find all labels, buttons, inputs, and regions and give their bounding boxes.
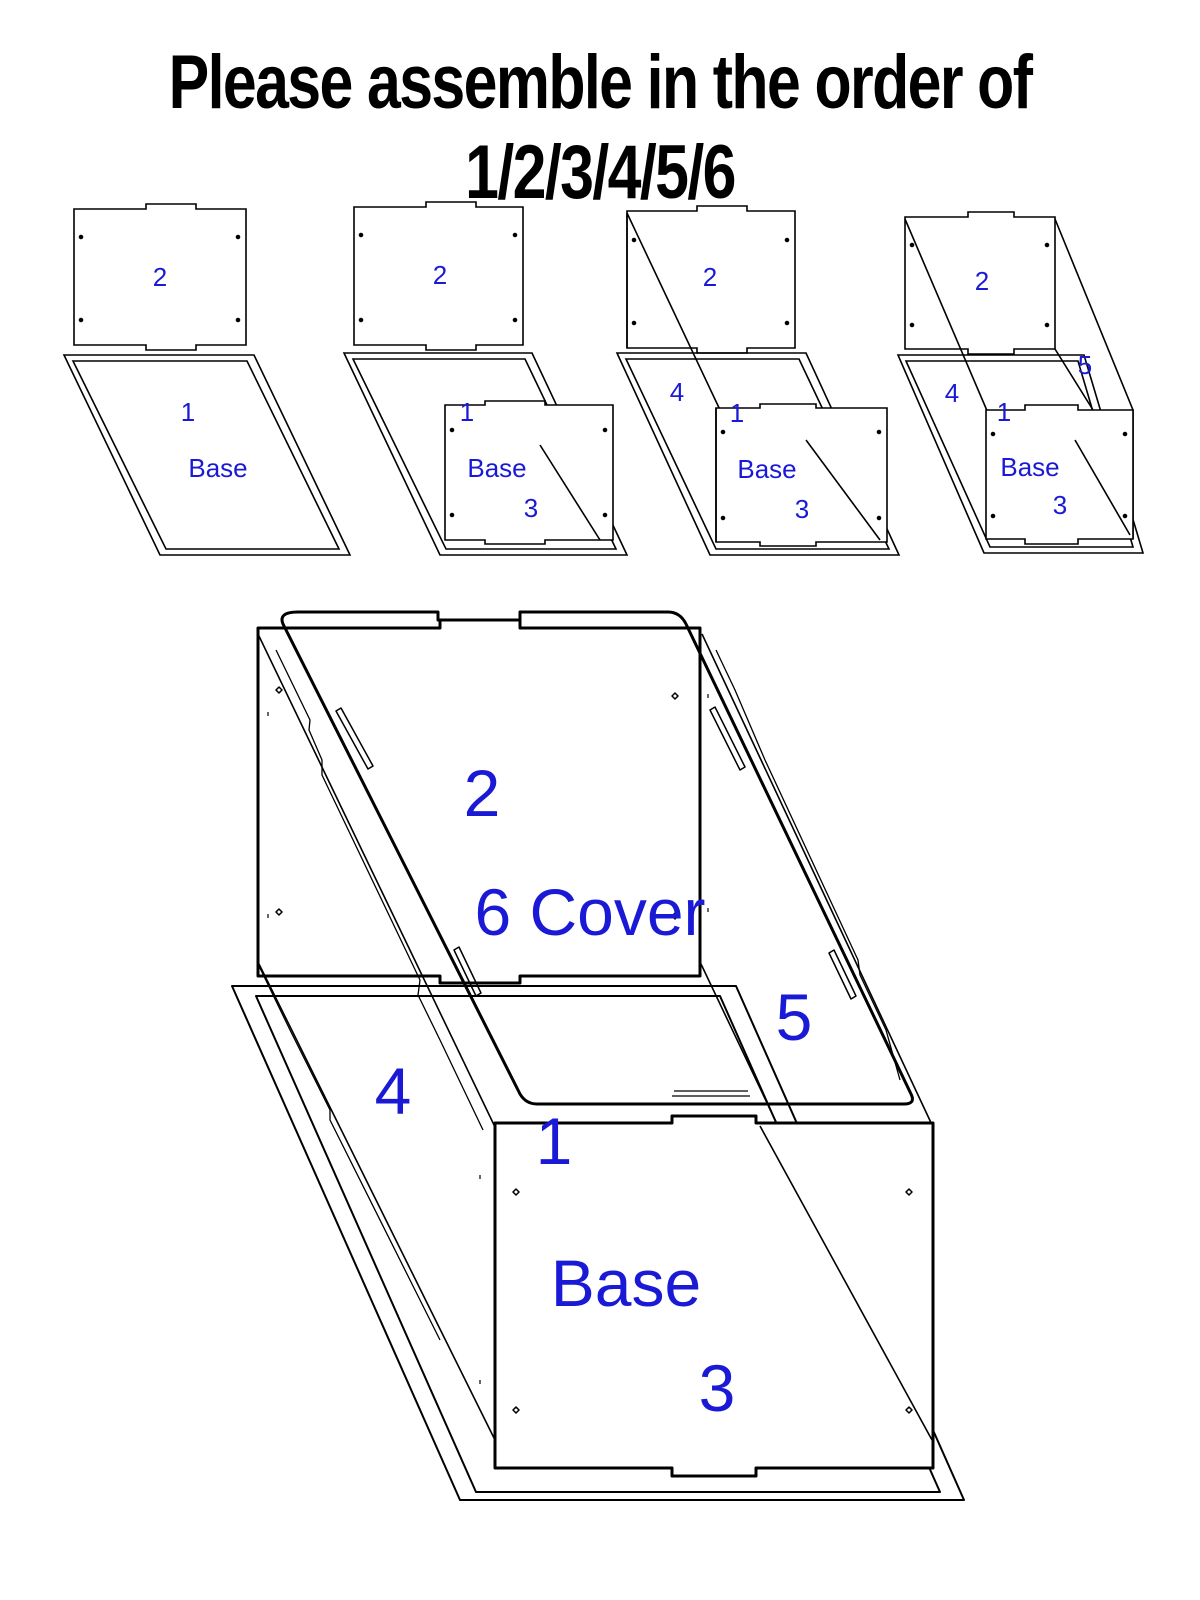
panel-2: [904, 211, 1056, 355]
panel-3: [985, 404, 1134, 545]
step-4-label-4: 4: [945, 378, 959, 408]
panel-2: [353, 201, 524, 351]
step-4-label-1: 1: [997, 397, 1011, 427]
panel-3: [715, 403, 888, 547]
panel-2: [73, 203, 247, 351]
base-plate: [896, 354, 1145, 554]
step-4-label-2: 2: [975, 266, 989, 296]
step-2-label-2: 2: [433, 260, 447, 290]
step-3-label-base: Base: [737, 454, 796, 484]
final-panel-3: [493, 1114, 935, 1478]
step-3-label-2: 2: [703, 262, 717, 292]
final-label-2: 2: [464, 756, 501, 830]
step-1-label-base: Base: [188, 453, 247, 483]
final-assembly: [231, 610, 965, 1501]
step-3-label-1: 1: [730, 398, 744, 428]
final-label-1: 1: [536, 1104, 573, 1178]
step-1: [62, 203, 352, 556]
step-2-label-base: Base: [467, 453, 526, 483]
step-4-label-base: Base: [1000, 452, 1059, 482]
final-panel-6-cover: [280, 610, 914, 1106]
step-3: [615, 205, 901, 556]
final-label-5: 5: [776, 980, 813, 1054]
panel-2: [626, 205, 796, 354]
step-2-label-3: 3: [524, 493, 538, 523]
panel-4: [904, 218, 989, 414]
step-4: [896, 211, 1145, 554]
step-4-label-5: 5: [1078, 350, 1092, 380]
step-2-label-1: 1: [460, 397, 474, 427]
step-1-label-1: 1: [181, 397, 195, 427]
final-label-4: 4: [375, 1054, 412, 1128]
step-1-label-2: 2: [153, 262, 167, 292]
step-3-label-4: 4: [670, 377, 684, 407]
final-base-plate: [231, 985, 965, 1501]
panel-3: [444, 400, 614, 545]
step-3-label-3: 3: [795, 494, 809, 524]
base-plate: [342, 352, 629, 556]
final-label-cover: 6 Cover: [474, 875, 705, 949]
final-label-3: 3: [699, 1351, 736, 1425]
final-label-base: Base: [551, 1246, 701, 1320]
page-title: Please assemble in the order of 1/2/3/4/…: [168, 40, 1033, 215]
base-plate: [62, 354, 352, 556]
step-4-label-3: 3: [1053, 490, 1067, 520]
step-2: [342, 201, 629, 556]
